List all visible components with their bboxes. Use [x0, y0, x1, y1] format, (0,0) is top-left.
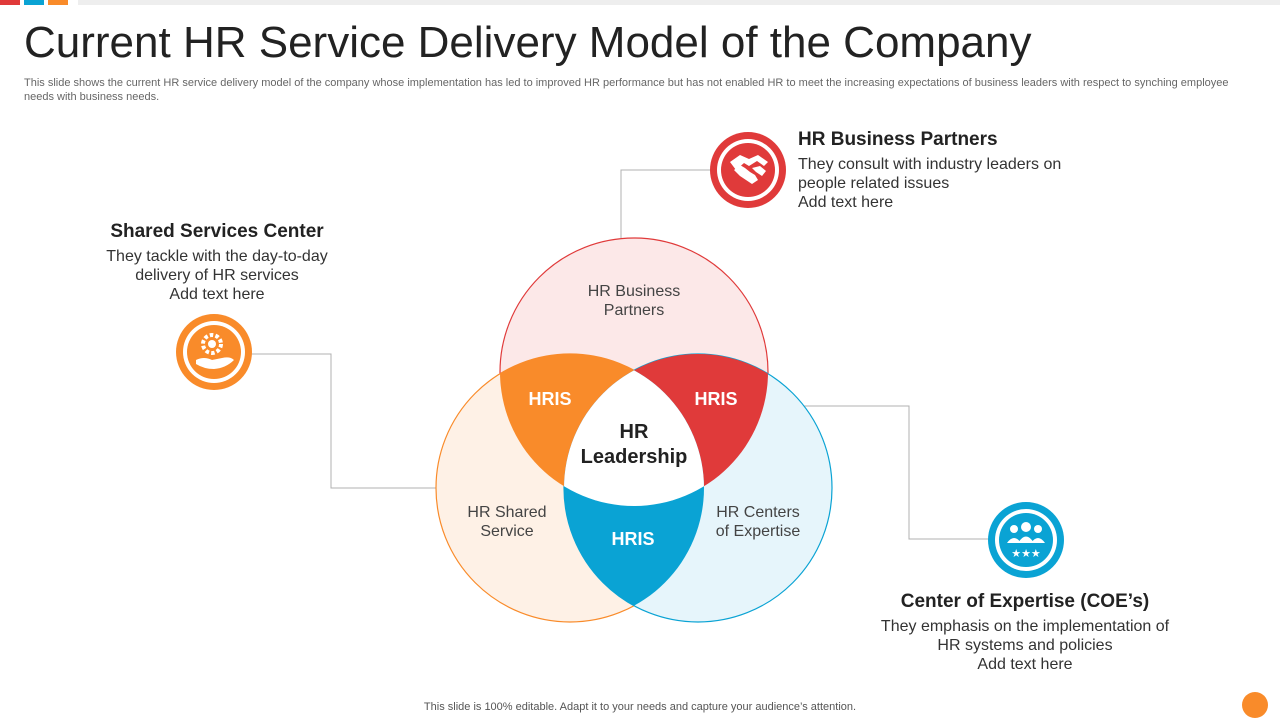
- top-accent-bar: [0, 0, 1280, 5]
- panel-business-partners-body: They consult with industry leaders on pe…: [798, 155, 1098, 212]
- connector-shared-services: [250, 353, 437, 489]
- label-hr-leadership-line: Leadership: [581, 446, 688, 468]
- label-business-partners-line: Partners: [604, 302, 664, 319]
- slide-subtitle: This slide shows the current HR service …: [24, 77, 1229, 103]
- accent-gray: [78, 0, 1280, 5]
- label-shared-service-line: HR Shared: [467, 504, 546, 521]
- label-centers-expertise-line: of Expertise: [716, 523, 801, 540]
- label-hris-bottom: HRIS: [611, 529, 654, 549]
- accent-red: [0, 0, 20, 5]
- panel-expertise-body: They emphasis on the implementation of H…: [870, 617, 1180, 674]
- panel-shared-services-title: Shared Services Center: [110, 221, 324, 242]
- corner-dot: [1242, 692, 1268, 718]
- label-centers-expertise-line: HR Centers: [716, 504, 800, 521]
- label-shared-service-line: Service: [480, 523, 533, 540]
- label-hr-leadership-line: HR: [620, 421, 649, 443]
- team-icon: ★★★: [988, 502, 1064, 578]
- panel-business-partners-title: HR Business Partners: [798, 129, 998, 150]
- gear-hand-icon: [176, 314, 252, 390]
- panel-expertise-title: Center of Expertise (COE’s): [900, 591, 1150, 612]
- label-hris-left: HRIS: [528, 389, 571, 409]
- panel-expertise-text: They emphasis on the implementation of H…: [880, 618, 1170, 654]
- panel-shared-services-body: They tackle with the day-to-day delivery…: [96, 247, 338, 304]
- slide-footer: This slide is 100% editable. Adapt it to…: [423, 701, 857, 713]
- label-hr-leadership: HR Leadership: [581, 421, 688, 468]
- connector-business-partners: [620, 169, 712, 238]
- panel-expertise: Center of Expertise (COE’s) They emphasi…: [870, 590, 1180, 674]
- accent-blue: [24, 0, 44, 5]
- panel-business-partners-text: They consult with industry leaders on pe…: [798, 156, 1062, 192]
- panel-business-partners: HR Business Partners They consult with i…: [798, 128, 1098, 212]
- connector-expertise: [804, 405, 988, 540]
- panel-expertise-add: Add text here: [977, 656, 1073, 673]
- handshake-icon: [710, 132, 786, 208]
- label-hris-right: HRIS: [694, 389, 737, 409]
- slide-title: Current HR Service Delivery Model of the…: [24, 18, 1032, 67]
- accent-orange: [48, 0, 68, 5]
- panel-shared-services-text: They tackle with the day-to-day delivery…: [106, 248, 328, 284]
- svg-text:★★★: ★★★: [1011, 548, 1041, 560]
- overlap-center: [564, 354, 704, 506]
- label-centers-expertise: HR Centers of Expertise: [716, 504, 801, 540]
- panel-shared-services: Shared Services Center They tackle with …: [96, 220, 338, 304]
- panel-shared-services-add: Add text here: [169, 286, 265, 303]
- label-business-partners-line: HR Business: [588, 283, 680, 300]
- panel-business-partners-add: Add text here: [798, 194, 894, 211]
